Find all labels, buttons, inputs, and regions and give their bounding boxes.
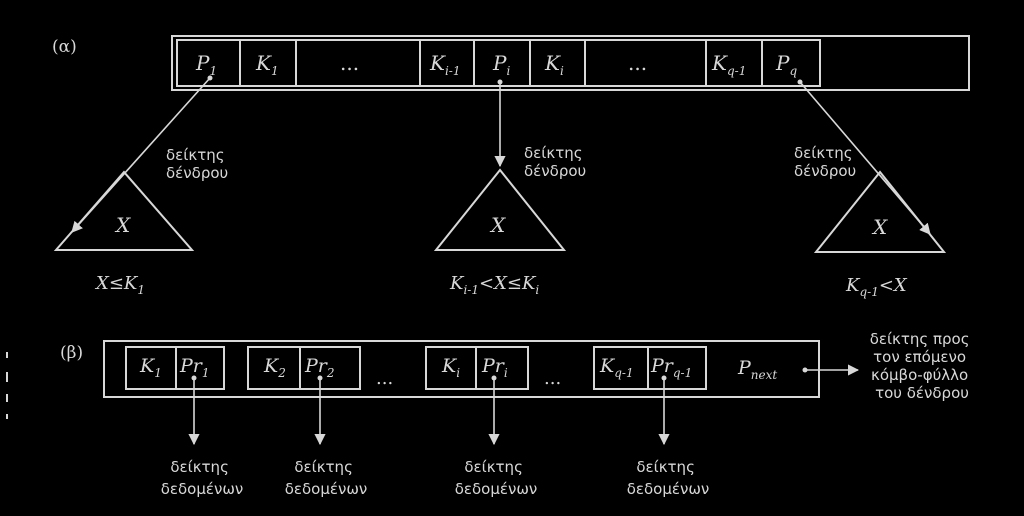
leaf-ellipsis-1: ...: [376, 368, 393, 389]
cell-ki-1: Ki-1: [429, 51, 460, 78]
data-pointer-q-1-origin: [661, 375, 667, 381]
internal-node: [171, 35, 970, 91]
condition-middle: Ki-1<X≤Ki: [449, 273, 539, 297]
condition-left: X≤K1: [94, 273, 145, 297]
leaf-pr2: Pr2: [304, 355, 335, 380]
leaf-node-outer: [103, 340, 820, 398]
subtree-middle: [433, 168, 567, 251]
subtree-left-var: X: [114, 213, 131, 237]
tree-pointer-pq-origin: [797, 79, 803, 85]
data-pointer-2-origin: [317, 375, 323, 381]
tree-pointer-p1-origin: [207, 75, 213, 81]
cell-pi: Pi: [492, 51, 510, 78]
tree-pointer-p1: [71, 77, 211, 233]
next-leaf-pointer-origin: [802, 367, 808, 373]
tree-pointer-label-left: δείκτης δένδρου: [166, 146, 229, 182]
leaf-pri: Pri: [481, 355, 508, 380]
cell-ellipsis-2: ...: [628, 51, 647, 75]
leaf-k2: K2: [263, 355, 286, 380]
leaf-group-2: [247, 346, 361, 390]
cell-ki: Ki: [544, 51, 564, 78]
leaf-ellipsis-2: ...: [544, 368, 561, 389]
internal-node-outer: [171, 35, 970, 91]
scan-edge-marks: [6, 352, 8, 419]
tree-pointer-pq: [799, 81, 931, 235]
subtree-right-var: X: [871, 215, 888, 239]
cell-ellipsis-1: ...: [340, 51, 359, 75]
next-leaf-label: δείκτης προς τον επόμενο κόμβο-φύλλο του…: [870, 330, 975, 402]
data-pointer-i-origin: [491, 375, 497, 381]
condition-right: Kq-1<X: [845, 275, 908, 299]
leaf-kq-1: Kq-1: [599, 355, 634, 380]
tree-pointer-pi-origin: [497, 79, 503, 85]
part-b-label: (β): [60, 343, 83, 363]
data-pointer-1-origin: [191, 375, 197, 381]
leaf-k1: K1: [139, 355, 162, 380]
tree-pointer-label-middle: δείκτης δένδρου: [524, 144, 587, 180]
data-pointer-label-i: δείκτης δεδομένων: [455, 458, 538, 498]
subtree-left: [53, 170, 195, 251]
tree-pointer-label-right: δείκτης δένδρου: [794, 144, 857, 180]
data-pointer-label-2: δείκτης δεδομένων: [285, 458, 368, 498]
leaf-prq-1: Prq-1: [650, 355, 692, 380]
subtree-right: [813, 170, 947, 253]
leaf-pnext: Pnext: [737, 357, 777, 382]
data-pointer-label-q-1: δείκτης δεδομένων: [627, 458, 710, 498]
part-a-label: (α): [52, 37, 77, 57]
cell-pq: Pq: [775, 51, 797, 78]
cell-k1: K1: [255, 51, 279, 78]
internal-node-inner: [176, 39, 821, 87]
leaf-group-q-1: [593, 346, 707, 390]
data-pointer-label-1: δείκτης δεδομένων: [161, 458, 244, 498]
cell-kq-1: Kq-1: [711, 51, 746, 78]
leaf-pr1: Pr1: [179, 355, 210, 380]
subtree-middle-var: X: [489, 213, 506, 237]
leaf-node: [103, 340, 820, 398]
leaf-ki: Ki: [441, 355, 460, 380]
cell-p1: P1: [195, 51, 217, 78]
